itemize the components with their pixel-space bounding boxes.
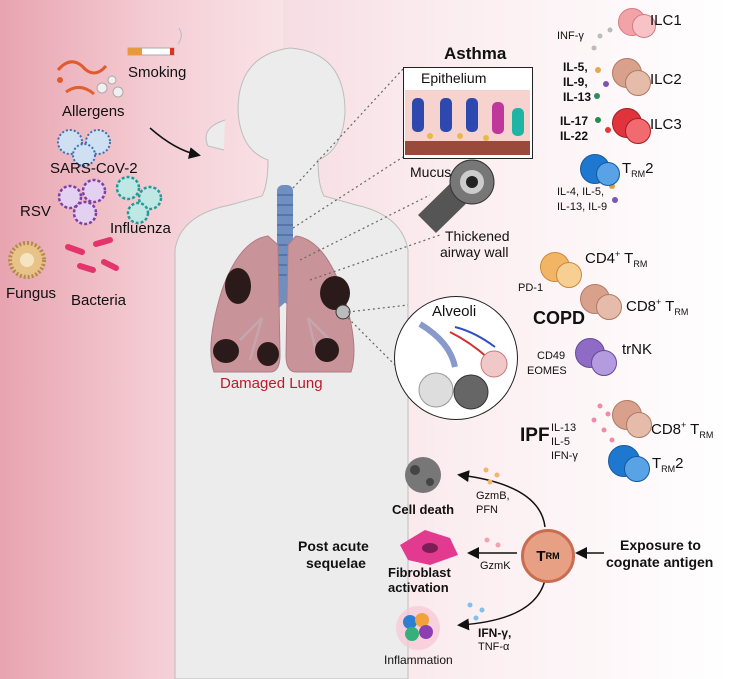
ipf-il5-label: IL-5	[551, 436, 570, 448]
fibroblast-icon	[400, 530, 458, 565]
fungus-label: Fungus	[6, 285, 57, 302]
fibroblast-label-2: activation	[388, 580, 449, 595]
influenza-icon	[115, 175, 163, 225]
tnf-alpha-label: TNF-α	[478, 641, 510, 653]
trm2-ipf-label: TRM2	[652, 455, 684, 474]
thickened-label: Thickened	[445, 228, 510, 244]
bacteria-label: Bacteria	[71, 292, 127, 309]
ipf-il13-label: IL-13	[551, 422, 577, 434]
allergens-icon	[56, 60, 124, 98]
alveoli-label: Alveoli	[432, 303, 477, 320]
trigger-arrow	[149, 127, 201, 159]
rsv-label: RSV	[20, 203, 51, 220]
rsv-icon	[57, 178, 107, 226]
bacteria-icon	[65, 237, 119, 273]
influenza-label: Influenza	[110, 220, 171, 237]
post-acute-label-1: Post acute	[298, 538, 369, 554]
copd-title: COPD	[533, 308, 586, 328]
asthma-title: Asthma	[444, 44, 507, 63]
il22-label: IL-22	[560, 129, 589, 143]
inflammation-icon	[396, 606, 440, 650]
epithelium-label: Epithelium	[421, 70, 487, 86]
trnk-cell-2	[591, 350, 617, 376]
lungs	[210, 235, 355, 373]
trm2-asthma-cell-2	[596, 162, 620, 186]
pfn-label: PFN	[476, 504, 498, 516]
exposure-label-2: cognate antigen	[606, 554, 714, 570]
ilc3-label: ILC3	[650, 116, 682, 133]
sars-cov-2-icon	[57, 129, 111, 167]
cigarette-icon	[127, 27, 182, 56]
airway-wall-label: airway wall	[440, 244, 509, 260]
eomes-label: EOMES	[527, 365, 567, 377]
ifn-gamma-label: IFN-γ,	[478, 626, 512, 640]
cell-death-icon	[405, 457, 441, 493]
allergens-label: Allergens	[62, 103, 125, 120]
mucus-label: Mucus	[410, 164, 452, 180]
cell-death-label: Cell death	[392, 502, 455, 517]
ilc1-label: ILC1	[650, 12, 682, 29]
trm2-ipf-cell-2	[624, 456, 650, 482]
inf-gamma-label: INF-γ	[557, 30, 584, 42]
il17-label: IL-17	[560, 114, 589, 128]
cd49-label: CD49	[537, 350, 566, 362]
cd8-trm-copd-label: CD8+ TRM	[626, 297, 689, 317]
trm-cycle-arrows	[457, 470, 604, 631]
ipf-ifn-label: IFN-γ	[551, 450, 578, 462]
trm2-asthma-label: TRM2	[622, 160, 654, 179]
il13-label: IL-13	[563, 90, 592, 104]
exposure-label-1: Exposure to	[620, 537, 701, 553]
il9-label: IL-9,	[563, 75, 588, 89]
trm2-cytokines-line1: IL-4, IL-5,	[557, 186, 605, 198]
ilc1-cell-2	[632, 14, 656, 38]
cd8-trm-copd-cell-2	[596, 294, 622, 320]
trnk-label: trNK	[622, 341, 652, 358]
fungus-icon	[8, 241, 46, 279]
pd1-label: PD-1	[518, 282, 544, 294]
inflammation-label: Inflammation	[384, 653, 453, 667]
gzmk-label: GzmK	[480, 560, 511, 572]
cd8-trm-ipf-label: CD8+ TRM	[651, 420, 714, 440]
cd8-trm-ipf-cell-2	[626, 412, 652, 438]
ilc3-cell-2	[625, 118, 651, 144]
ilc2-cell-2	[625, 70, 651, 96]
smoking-label: Smoking	[128, 64, 187, 81]
fibroblast-label-1: Fibroblast	[388, 565, 451, 580]
ipf-title: IPF	[520, 425, 550, 446]
cd4-trm-label: CD4+ TRM	[585, 249, 648, 269]
damaged-lung-label: Damaged Lung	[220, 375, 323, 392]
cd4-trm-cell-2	[556, 262, 582, 288]
gzmb-label: GzmB,	[476, 490, 510, 502]
il5-label: IL-5,	[563, 60, 588, 74]
trm2-cytokines-line2: IL-13, IL-9	[557, 201, 608, 213]
sars-cov-2-label: SARS-CoV-2	[50, 160, 138, 177]
airway-illustration	[418, 159, 495, 233]
ilc2-label: ILC2	[650, 71, 682, 88]
post-acute-label-2: sequelae	[306, 555, 366, 571]
